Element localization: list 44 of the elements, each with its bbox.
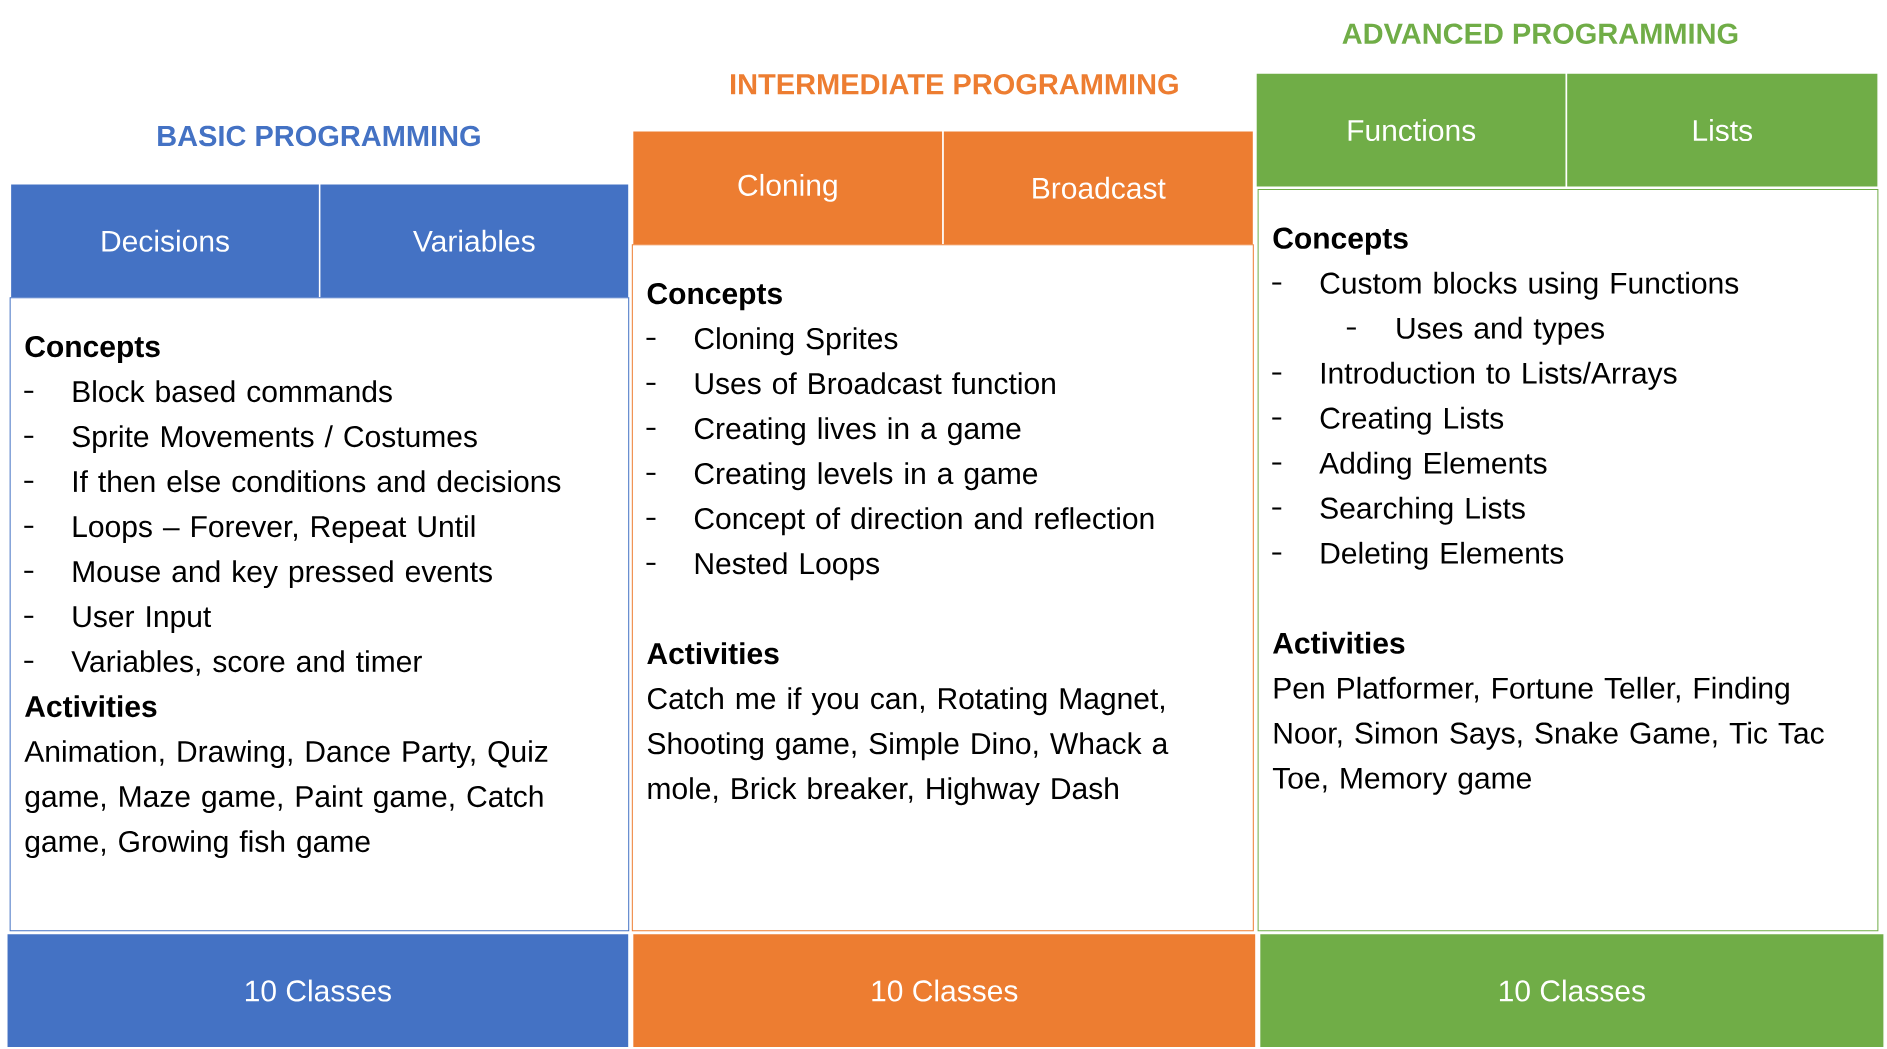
list-item: Creating levels in a game [694,462,1038,490]
list-item: Sprite Movements / Costumes [72,424,477,453]
footer-bar: 10 Classes [631,932,1257,1049]
section-title: BASIC PROGRAMMING [158,125,480,147]
list-item: Creating lives in a game [694,417,1021,445]
content-panel [9,297,630,932]
list-item: If then else conditions and decisions [74,469,561,492]
footer-bar: 10 Classes [6,932,630,1049]
section-heading: Activities [647,642,779,665]
list-item: Searching Lists [1320,496,1525,525]
section-title: INTERMEDIATE PROGRAMMING [731,73,1178,95]
header-cell: Decisions [9,182,321,299]
section-heading: Concepts [25,335,160,363]
list-item: Deleting Elements [1321,541,1564,570]
header-cell: Cloning [631,129,944,246]
list-item: Mouse and key pressed events [73,559,492,588]
activity-text: Animation, Drawing, Dance Party, Quiz game, Maze game, Paint game, Catch game, Growing fish game [24,739,548,858]
section-heading: Activities [1273,631,1405,654]
footer-bar: 10 Classes [1258,932,1885,1049]
header-cell: Broadcast [942,129,1255,246]
content-panel [1257,188,1879,932]
list-item: Loops – Forever, Repeat Until [73,514,475,543]
list-item: Custom blocks using Functions [1320,271,1739,300]
list-item: Creating Lists [1320,406,1504,435]
list-item: Variables, score and timer [71,649,422,676]
list-item: Uses of Broadcast function [695,372,1055,395]
header-cell: Functions [1255,72,1568,188]
list-item: Concept of direction and reflection [694,507,1154,535]
header-cell: Variables [318,182,630,299]
activity-text: Catch me if you can, Rotating Magnet, Shooting game, Simple Dino, Whack a mole, Brick breaker, Highway Dash [647,687,1169,805]
section-heading: Concepts [647,282,782,310]
list-item: Cloning Sprites [694,327,898,355]
list-item: Block based commands [73,379,392,402]
section-heading: Activities [25,694,157,717]
list-item: Adding Elements [1319,451,1547,480]
list-item: Uses and types [1397,316,1604,345]
list-item: Introduction to Lists/Arrays [1321,361,1677,390]
list-item: Nested Loops [695,552,880,580]
section-title: ADVANCED PROGRAMMING [1342,23,1738,44]
content-panel [631,244,1254,932]
activity-text: Pen Platformer, Fortune Teller, Finding Noor, Simon Says, Snake Game, Tic Tac Toe, Memory game [1272,676,1824,795]
section-heading: Concepts [1273,227,1408,255]
list-item: User Input [73,606,211,633]
header-cell: Lists [1565,72,1879,188]
